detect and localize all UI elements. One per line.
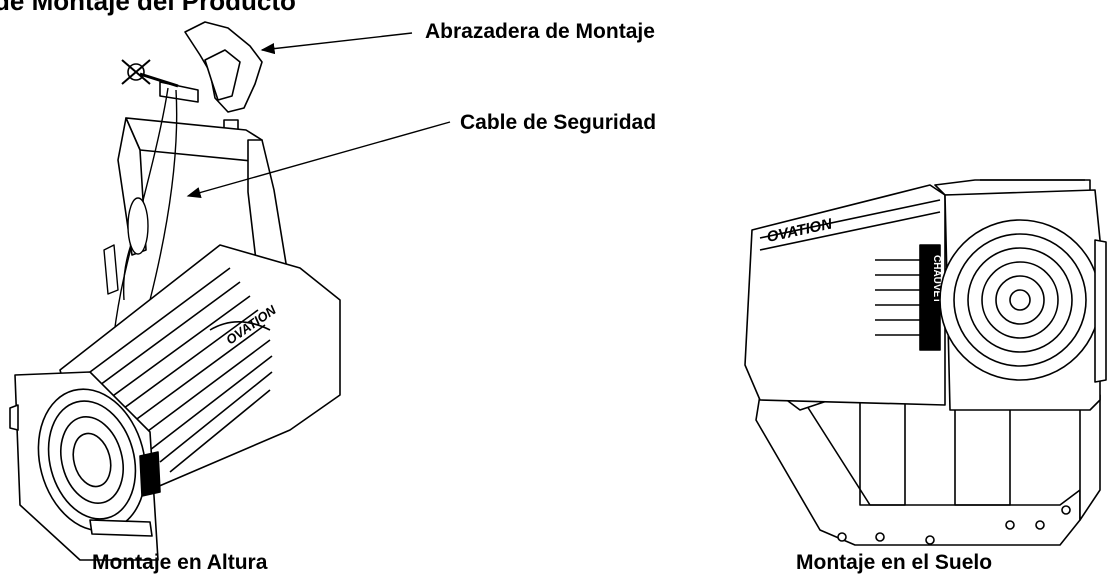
svg-text:CHAUVET: CHAUVET <box>931 255 942 303</box>
safety-cable-callout-label: Cable de Seguridad <box>460 111 657 134</box>
clamp-callout-label: Abrazadera de Montaje <box>425 20 655 43</box>
floor-lens-frame <box>939 189 1107 411</box>
floor-body: OVATION CHAUVET <box>744 184 946 406</box>
hanging-fixture-illustration: OVATION <box>9 21 341 561</box>
clamp-leader-arrow <box>260 32 413 55</box>
page-title: de Montaje del Producto <box>0 0 296 16</box>
floor-mount-caption: Montaje en el Suelo <box>796 551 993 574</box>
safety-cable-leader-arrow <box>186 121 451 198</box>
hanging-lens-frame <box>9 371 161 561</box>
floor-fixture-illustration: OVATION CHAUVET <box>744 179 1107 546</box>
hanging-mount-caption: Montaje en Altura <box>92 551 268 574</box>
